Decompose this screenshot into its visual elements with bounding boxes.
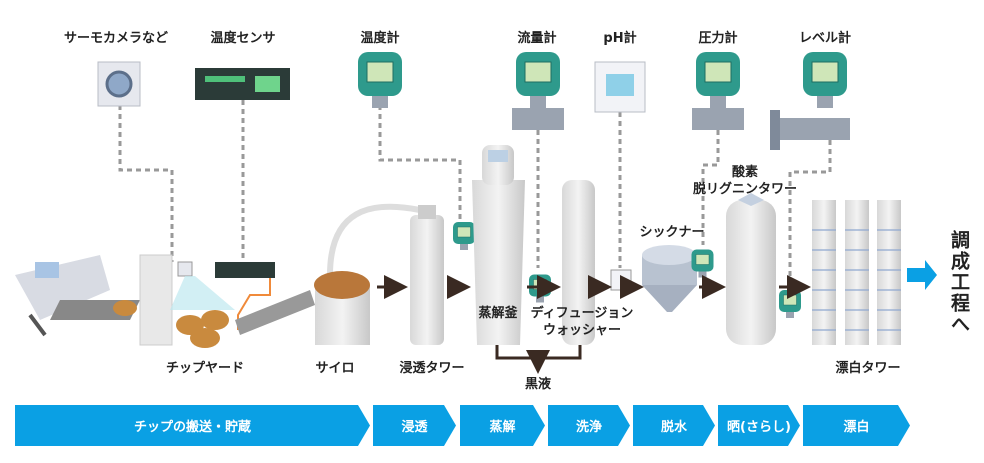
label-black-liquor: 黒液	[524, 377, 552, 392]
label-bleach-tower: 漂白タワー	[835, 361, 901, 376]
label-level-meter: レベル計	[798, 31, 852, 46]
silo-icon	[314, 203, 421, 345]
bleach-towers-icon	[812, 200, 901, 345]
step-dewatering: 脱水	[633, 405, 715, 446]
label-flowmeter: 流量計	[517, 31, 557, 46]
label-o2-line1: 酸素	[731, 165, 759, 180]
temperature-sensor-small-icon	[215, 262, 275, 278]
label-o2-tower: 酸素脱リグニンタワー	[693, 164, 797, 198]
pressure-gauge-icon	[692, 51, 744, 130]
label-digester: 蒸解釜	[478, 306, 518, 321]
label-ph-meter: pH計	[603, 31, 637, 46]
chip-piles	[113, 300, 229, 348]
label-washer: ディフュージョンウォッシャー	[531, 305, 634, 339]
label-next-step: 調成工程へ	[948, 230, 970, 335]
conveyor	[235, 290, 315, 335]
label-washer-line2: ウォッシャー	[542, 323, 621, 338]
label-silo: サイロ	[315, 361, 355, 376]
ph-sensor-small	[610, 269, 632, 291]
step-bleaching: 漂白	[803, 405, 910, 446]
step-washing: 洗浄	[548, 405, 630, 446]
label-thermal-camera: サーモカメラなど	[63, 31, 169, 46]
temperature-transmitter-small	[452, 221, 476, 251]
label-pressure-gauge: 圧力計	[698, 31, 738, 46]
thermal-camera-small-icon	[177, 261, 193, 277]
flowmeter-icon	[512, 51, 564, 130]
chip-hopper	[139, 254, 173, 346]
signal-lines	[118, 100, 832, 290]
level-meter-icon	[770, 51, 850, 150]
step-chip-transport: チップの搬送・貯蔵	[15, 405, 370, 446]
level-transmitter-small	[778, 289, 802, 319]
label-impregnation-tower: 浸透タワー	[399, 361, 465, 376]
step-oxygen-bleaching: 晒(さらし)	[718, 405, 800, 446]
label-thickener: シックナー	[639, 225, 705, 240]
step-cooking: 蒸解	[460, 405, 545, 446]
oxygen-delignification-tower-icon	[726, 193, 776, 345]
temperature-sensor-icon	[195, 68, 290, 100]
thickener-icon	[642, 245, 697, 312]
step-impregnation: 浸透	[373, 405, 456, 446]
temperature-gauge-icon	[357, 51, 403, 109]
thermal-camera-icon	[97, 61, 141, 107]
black-liquor-arrow	[495, 345, 582, 368]
diffusion-washer-icon	[562, 180, 595, 345]
label-temperature-sensor: 温度センサ	[210, 31, 276, 46]
digester-icon	[472, 145, 525, 345]
next-step-arrow-icon	[907, 260, 937, 290]
ph-meter-icon	[594, 61, 646, 113]
label-chip-yard: チップヤード	[165, 361, 245, 376]
impregnation-tower-icon	[410, 205, 444, 345]
label-washer-line1: ディフュージョン	[530, 306, 634, 321]
truck-icon	[15, 255, 140, 337]
label-o2-line2: 脱リグニンタワー	[692, 182, 798, 197]
label-temperature-gauge: 温度計	[360, 31, 400, 46]
